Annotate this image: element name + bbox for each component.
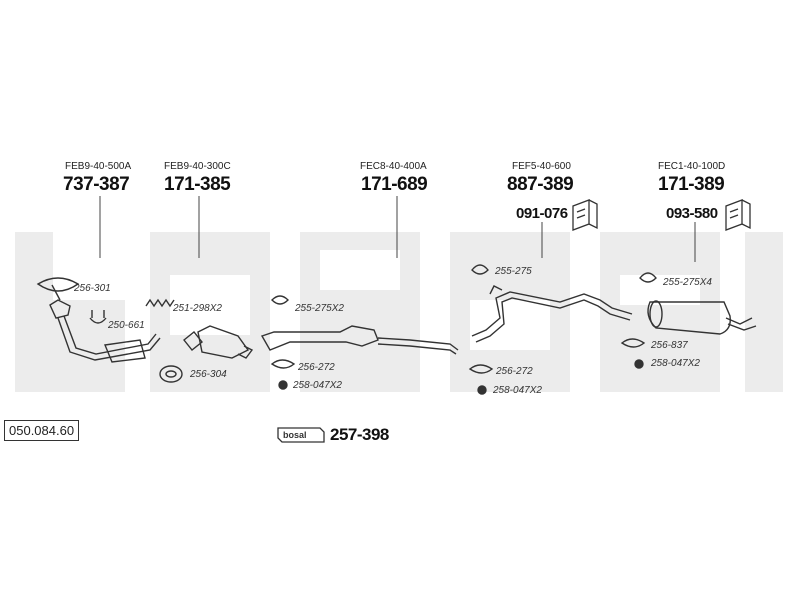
middle-silencer-drawing xyxy=(260,295,459,390)
bosal-badge-text: bosal xyxy=(283,430,307,440)
part-label: 255-275X4 xyxy=(663,277,712,288)
column-ref: FEC1-40-100D xyxy=(658,161,726,172)
bosal-badge-icon xyxy=(277,427,325,443)
kit-box-icon xyxy=(572,199,751,231)
part-label: 258-047X2 xyxy=(293,380,342,391)
kit-number: 093-580 xyxy=(666,205,718,222)
part-number: 887-389 xyxy=(507,174,574,195)
catalytic-converter-drawing xyxy=(159,325,254,383)
part-label: 258-047X2 xyxy=(493,385,542,396)
part-label: 255-275X2 xyxy=(295,303,344,314)
part-number: 171-389 xyxy=(658,174,725,195)
catalog-code: 050.084.60 xyxy=(4,420,80,441)
column-ref: FEB9-40-300C xyxy=(164,161,231,172)
kit-number: 091-076 xyxy=(516,205,568,222)
part-number: 171-385 xyxy=(164,174,231,195)
main-kit-number: 257-398 xyxy=(330,425,389,444)
part-label: 258-047X2 xyxy=(651,358,700,369)
rear-pipe-drawing xyxy=(468,264,633,395)
part-label: 256-301 xyxy=(74,283,111,294)
rear-silencer-drawing xyxy=(620,272,757,369)
part-number: 171-689 xyxy=(361,174,428,195)
column-ref: FEF5-40-600 xyxy=(512,161,571,172)
part-label: 256-272 xyxy=(496,366,533,377)
column-ref: FEB9-40-500A xyxy=(65,161,132,172)
part-label: 251-298X2 xyxy=(173,303,222,314)
part-label: 256-272 xyxy=(298,362,335,373)
part-number: 737-387 xyxy=(63,174,130,195)
column-ref: FEC8-40-400A xyxy=(360,161,427,172)
front-pipe-drawing xyxy=(36,277,175,363)
part-label: 256-837 xyxy=(651,340,688,351)
part-label: 250-661 xyxy=(108,320,145,331)
part-label: 256-304 xyxy=(190,369,227,380)
part-label: 255-275 xyxy=(495,266,532,277)
